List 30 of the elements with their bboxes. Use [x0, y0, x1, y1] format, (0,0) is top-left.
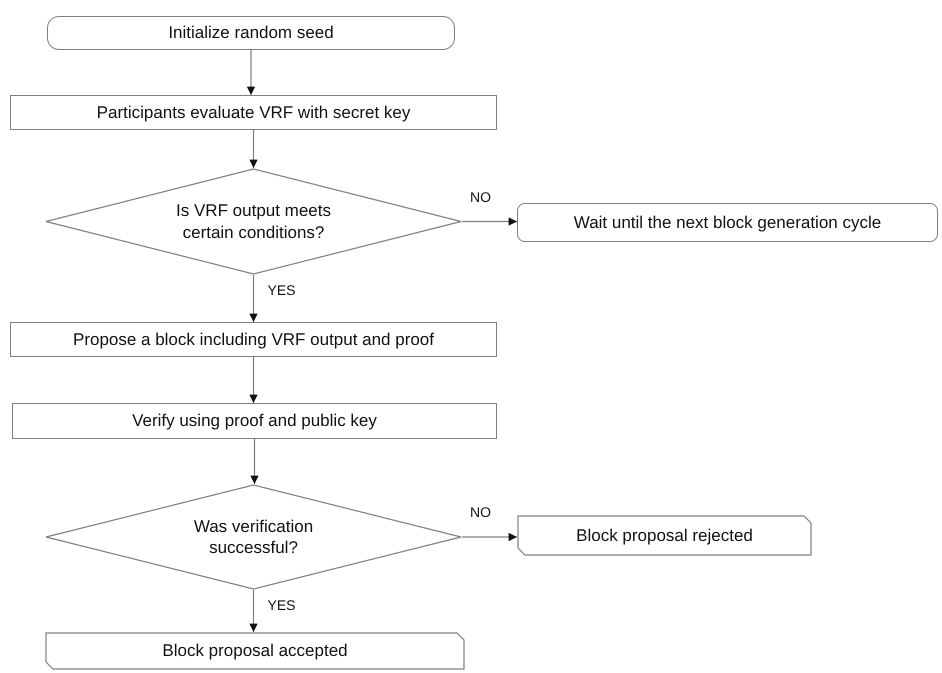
node-text: Block proposal accepted — [162, 640, 348, 662]
outcome-box — [517, 515, 812, 556]
node-text: Propose a block including VRF output and proof — [72, 328, 434, 350]
decision-diamond — [45, 168, 462, 275]
node-text: Verify using proof and public key — [132, 410, 377, 432]
arrow — [249, 130, 258, 168]
outcome-box — [45, 632, 465, 670]
node-text: Block proposal rejected — [576, 524, 753, 546]
node-text: Is VRF output meets certain conditions? — [175, 200, 332, 243]
start-terminal — [47, 16, 455, 50]
edge-label: NO — [470, 190, 491, 204]
process-box — [10, 95, 497, 130]
terminal-box — [517, 203, 938, 242]
arrow — [249, 590, 258, 632]
arrow — [249, 357, 258, 403]
arrow — [249, 275, 258, 322]
arrow — [462, 217, 517, 226]
process-box — [12, 403, 497, 439]
edge-label: YES — [268, 598, 296, 612]
arrow — [246, 50, 256, 95]
edge-label: YES — [268, 283, 296, 297]
node-text: Participants evaluate VRF with secret key — [96, 102, 410, 124]
edge-label: NO — [470, 505, 491, 519]
node-text: Wait until the next block generation cycle — [574, 212, 882, 234]
node-text: Was verification successful? — [192, 516, 314, 558]
node-text: Initialize random seed — [168, 22, 334, 44]
process-box — [10, 322, 497, 357]
arrow — [250, 439, 259, 484]
decision-diamond — [45, 484, 462, 590]
arrow — [462, 532, 517, 542]
